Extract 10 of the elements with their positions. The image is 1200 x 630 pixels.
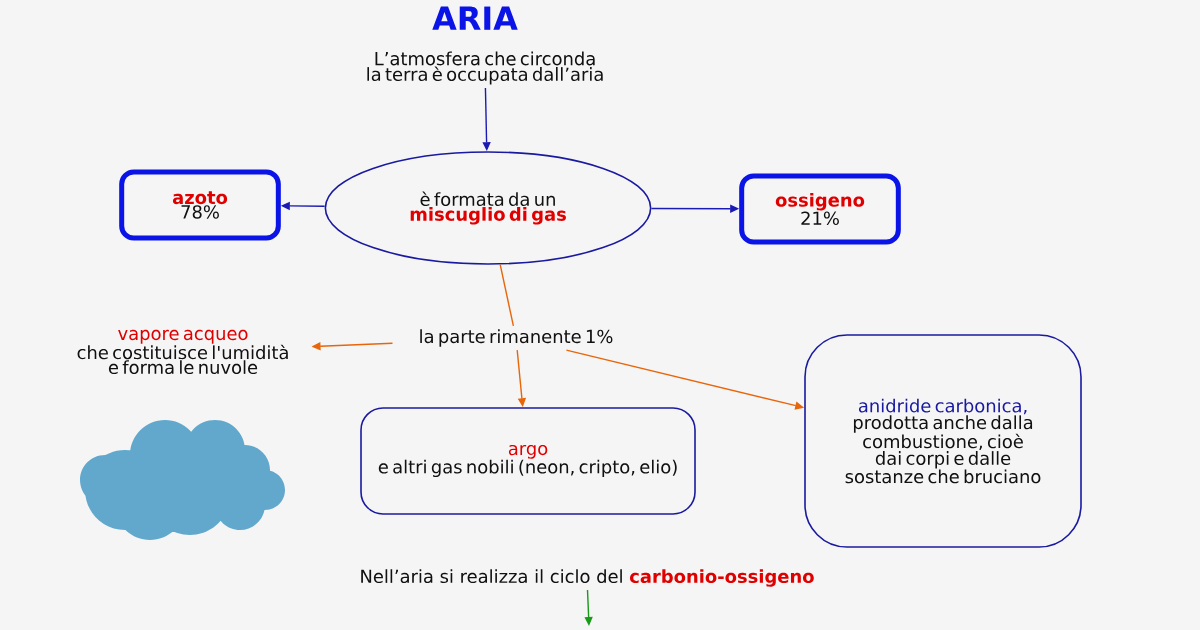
rounded-box: anidride carbonica, prodotta anche dalla combustione, cioè dai corpi e dalle sostanze che bruciano (804, 334, 1082, 548)
title: ARIA (432, 6, 518, 30)
rounded-box: azoto 78% (119, 169, 281, 241)
rounded-box: argo e altri gas nobili (neon, cripto, elio) (360, 407, 696, 515)
text-label: vapore acqueo che costituisce l'umidità e forma le nuvole (77, 329, 288, 375)
text-label: Nell’aria si realizza il ciclo del carbonio-ossigeno (361, 569, 814, 587)
connector-line (499, 263, 515, 327)
text-label: la parte rimanente 1% (420, 329, 613, 347)
rounded-box: ossigeno 21% (739, 173, 901, 245)
intro-text: L’atmosfera che circonda la terra è occupata dall’aria (367, 51, 603, 85)
